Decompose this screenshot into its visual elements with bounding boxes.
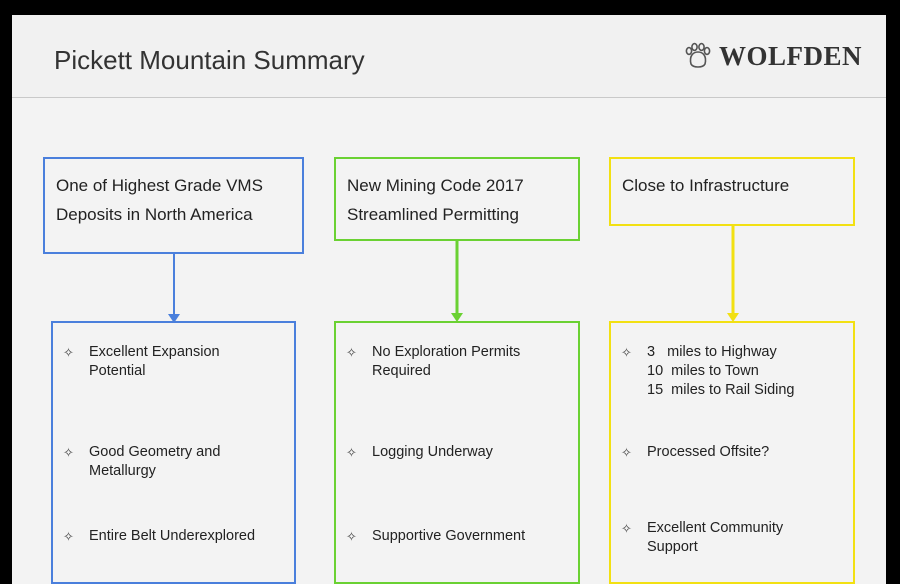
top-box-line: One of Highest Grade VMS	[56, 176, 263, 195]
bullet-item: ✧ 3 miles to Highway 10 miles to Town 15 m…	[621, 343, 845, 400]
slide-header: Pickett Mountain Summary WOLFDEN	[12, 15, 886, 98]
bullet-text: Logging Underway	[372, 444, 493, 460]
bullet-text: No Exploration Permits	[372, 344, 521, 360]
bullet-item: ✧ Processed Offsite?	[621, 443, 845, 462]
top-box-line: Streamlined Permitting	[347, 205, 519, 224]
bullet-text: Metallurgy	[89, 463, 156, 479]
bullet-text: Supportive Government	[372, 528, 526, 544]
bullet-text: Processed Offsite?	[647, 444, 770, 460]
bullet-box-infrastructure: ✧ 3 miles to Highway 10 miles to Town 15 m…	[609, 321, 855, 584]
top-box-line: New Mining Code 2017	[347, 176, 524, 195]
bullet-icon: ✧	[63, 529, 74, 544]
arrowhead-yellow	[727, 313, 739, 322]
bullet-icon: ✧	[621, 345, 632, 360]
top-box-line: Close to Infrastructure	[622, 176, 790, 195]
bullet-item: ✧ Supportive Government	[346, 527, 570, 546]
bullet-text: Entire Belt Underexplored	[89, 528, 256, 544]
brand-name: WOLFDEN	[718, 41, 862, 71]
wolf-paw-icon	[685, 42, 711, 68]
top-box-line: Deposits in North America	[56, 205, 253, 224]
bullet-icon: ✧	[621, 445, 632, 460]
connector-arrows	[168, 226, 739, 323]
top-box-permitting: New Mining Code 2017 Streamlined Permitt…	[334, 157, 580, 241]
bullet-text: Excellent Community	[647, 520, 784, 536]
bullet-text: 10 miles to Town	[647, 363, 759, 379]
bullet-text: Support	[647, 539, 698, 555]
bullet-icon: ✧	[621, 521, 632, 536]
bullet-text: 15 miles to Rail Siding	[647, 382, 795, 398]
bullet-text: Required	[372, 363, 431, 379]
slide-title: Pickett Mountain Summary	[54, 45, 365, 75]
wolfden-logo: WOLFDEN	[683, 41, 862, 72]
slide: Pickett Mountain Summary WOLFDEN One of …	[12, 15, 886, 584]
bullet-text: 3 miles to Highway	[647, 344, 777, 360]
arrowhead-blue	[168, 314, 180, 323]
bullet-text: Potential	[89, 363, 146, 379]
bullet-icon: ✧	[346, 445, 357, 460]
arrowhead-green	[451, 313, 463, 322]
bullet-icon: ✧	[346, 529, 357, 544]
bullet-icon: ✧	[63, 345, 74, 360]
bullet-icon: ✧	[346, 345, 357, 360]
bullet-icon: ✧	[63, 445, 74, 460]
bullet-item: ✧ Entire Belt Underexplored	[63, 527, 286, 546]
bullet-text: Excellent Expansion	[89, 344, 220, 360]
top-box-infrastructure: Close to Infrastructure	[609, 157, 855, 226]
top-box-grade: One of Highest Grade VMS Deposits in Nor…	[43, 157, 304, 254]
bullet-text: Good Geometry and	[89, 444, 221, 460]
bullet-item: ✧ Logging Underway	[346, 443, 570, 462]
